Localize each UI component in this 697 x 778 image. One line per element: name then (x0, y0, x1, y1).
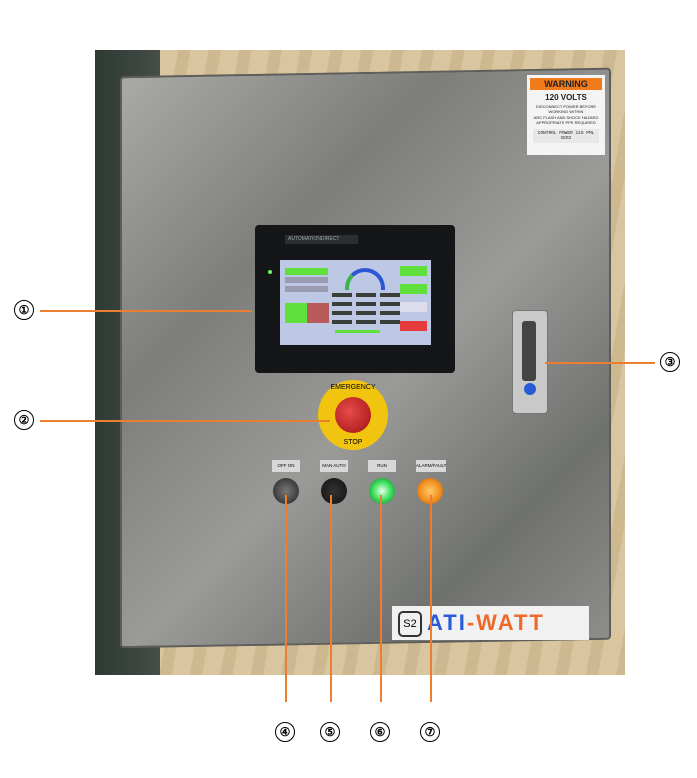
run-pilot-light (369, 478, 395, 504)
callout-7-line (430, 495, 432, 702)
callout-5: ⑤ (320, 722, 340, 742)
door-latch-handle[interactable] (512, 310, 548, 414)
warning-header: WARNING (530, 78, 602, 90)
callout-3-arrow (545, 362, 655, 364)
callout-7: ⑦ (420, 722, 440, 742)
estop-label-bottom: STOP (343, 439, 363, 446)
callout-5-line (330, 495, 332, 702)
warning-line2: ARC FLASH AND SHOCK HAZARD APPROPRIATE P… (533, 115, 599, 125)
warning-label: WARNING 120 VOLTS DISCONNECT POWER BEFOR… (527, 75, 605, 155)
selector-2-label: MAN AUTO (320, 460, 348, 472)
hmi-screen[interactable] (280, 260, 431, 345)
hmi-brand: AUTOMATIONDIRECT (285, 235, 358, 244)
callout-4: ④ (275, 722, 295, 742)
callout-6-line (380, 495, 382, 702)
status-led (268, 270, 272, 274)
warning-line1: DISCONNECT POWER BEFORE WORKING WITHIN (535, 104, 597, 114)
callout-6: ⑥ (370, 722, 390, 742)
run-light-label: RUN (368, 460, 396, 472)
hmi-touchscreen: AUTOMATIONDIRECT (255, 225, 455, 373)
logo-text-ati: ATI (427, 610, 467, 635)
selector-1-label: OFF ON (272, 460, 300, 472)
estop-mushroom[interactable] (335, 397, 371, 433)
callout-2: ② (14, 410, 34, 430)
callout-2-arrow (40, 420, 330, 422)
s2-logo-icon: S2 (398, 611, 422, 637)
ati-watt-logo: S2 ATI-WATT (392, 606, 589, 640)
callout-3: ③ (660, 352, 680, 372)
logo-text-watt: -WATT (466, 610, 545, 635)
warning-voltage: 120 VOLTS (545, 93, 587, 102)
control-power-tag: CONTROL POWER 115 PML CER2 (533, 129, 599, 143)
callout-4-line (285, 495, 287, 702)
callout-1: ① (14, 300, 34, 320)
man-auto-selector-switch[interactable] (321, 478, 347, 504)
estop-label-top: EMERGENCY (330, 384, 376, 391)
alarm-light-label: ALARM/FAULT (416, 460, 446, 472)
emergency-stop-button[interactable]: EMERGENCY STOP (318, 380, 388, 450)
callout-1-arrow (40, 310, 252, 312)
